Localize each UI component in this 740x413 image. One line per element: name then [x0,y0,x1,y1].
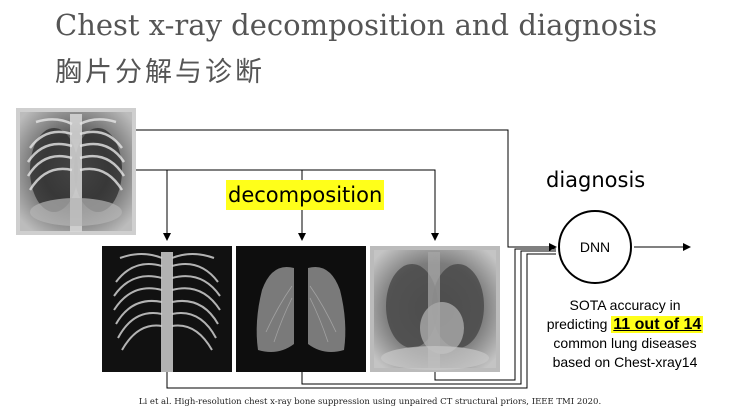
lung-to-dnn-line [301,250,556,385]
bone-component-image [102,246,232,372]
decomposition-label: decomposition [226,180,385,210]
bone-to-dnn-line [166,253,556,389]
citation: Li et al. High-resolution chest x-ray bo… [138,397,602,407]
caption-line-1: SOTA accuracy in [569,297,681,313]
caption-line-4: based on Chest-xray14 [552,354,698,370]
soft-tissue-to-dnn-line [434,248,556,381]
soft-tissue-component-image [370,246,500,372]
accuracy-highlight: 11 out of 14 [611,316,704,333]
dnn-node: DNN [558,210,632,284]
slide-title: Chest x-ray decomposition and diagnosis [55,8,658,42]
caption-line-2-prefix: predicting [546,316,608,332]
lung-component-image [236,246,366,372]
diagnosis-label: diagnosis [546,168,646,192]
input-to-decomposition-line [136,169,439,241]
input-xray-image [16,108,136,235]
dnn-label: DNN [579,239,611,255]
slide-subtitle: 胸片分解与诊断 [55,57,265,88]
caption-line-2: predicting 11 out of 14 [530,315,720,334]
result-caption: SOTA accuracy in predicting 11 out of 14… [530,296,720,372]
input-to-dnn-line [136,129,557,251]
caption-line-3: common lung diseases [553,335,697,351]
